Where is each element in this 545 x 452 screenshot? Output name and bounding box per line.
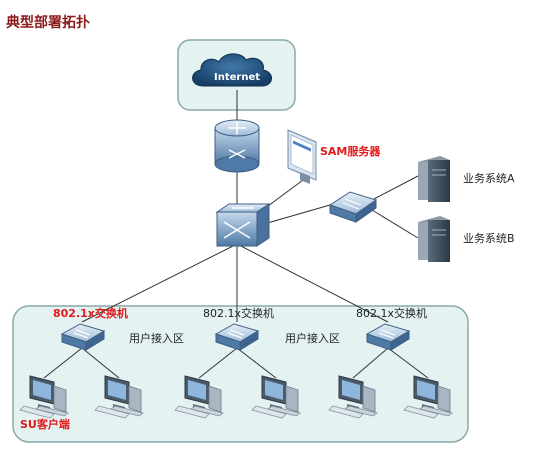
sam-server-label: SAM服务器 <box>320 144 381 158</box>
client-pc-icon <box>328 375 378 419</box>
business-system-b-label: 业务系统B <box>463 232 515 245</box>
server-tower-icon <box>418 216 450 262</box>
access-switch-icon <box>365 323 411 351</box>
client-pc-icon <box>19 375 69 419</box>
client-pc-icon <box>94 375 144 419</box>
user-zone-2-label: 用户接入区 <box>285 331 340 345</box>
router-icon <box>214 119 260 173</box>
network-links <box>43 90 429 379</box>
su-client-label: SU客户端 <box>20 417 70 431</box>
access-switch-1-label: 802.1x交换机 <box>53 306 128 320</box>
user-zone-1-label: 用户接入区 <box>129 331 184 345</box>
diagram-title: 典型部署拓扑 <box>6 14 90 31</box>
server-tower-icon <box>418 156 450 202</box>
client-pc-icon <box>403 375 453 419</box>
core-switch-icon <box>215 203 271 247</box>
internet-label: Internet <box>214 72 260 83</box>
client-pc-icon <box>251 375 301 419</box>
aggregation-switch-icon <box>328 191 378 223</box>
access-switch-icon <box>214 323 260 351</box>
access-switch-icon <box>60 323 106 351</box>
access-switch-3-label: 802.1x交换机 <box>356 306 427 320</box>
business-system-a-label: 业务系统A <box>463 172 515 185</box>
sam-server-icon <box>287 129 317 184</box>
access-switch-2-label: 802.1x交换机 <box>203 306 274 320</box>
client-pc-icon <box>174 375 224 419</box>
internet-cloud-icon: Internet <box>192 53 272 87</box>
